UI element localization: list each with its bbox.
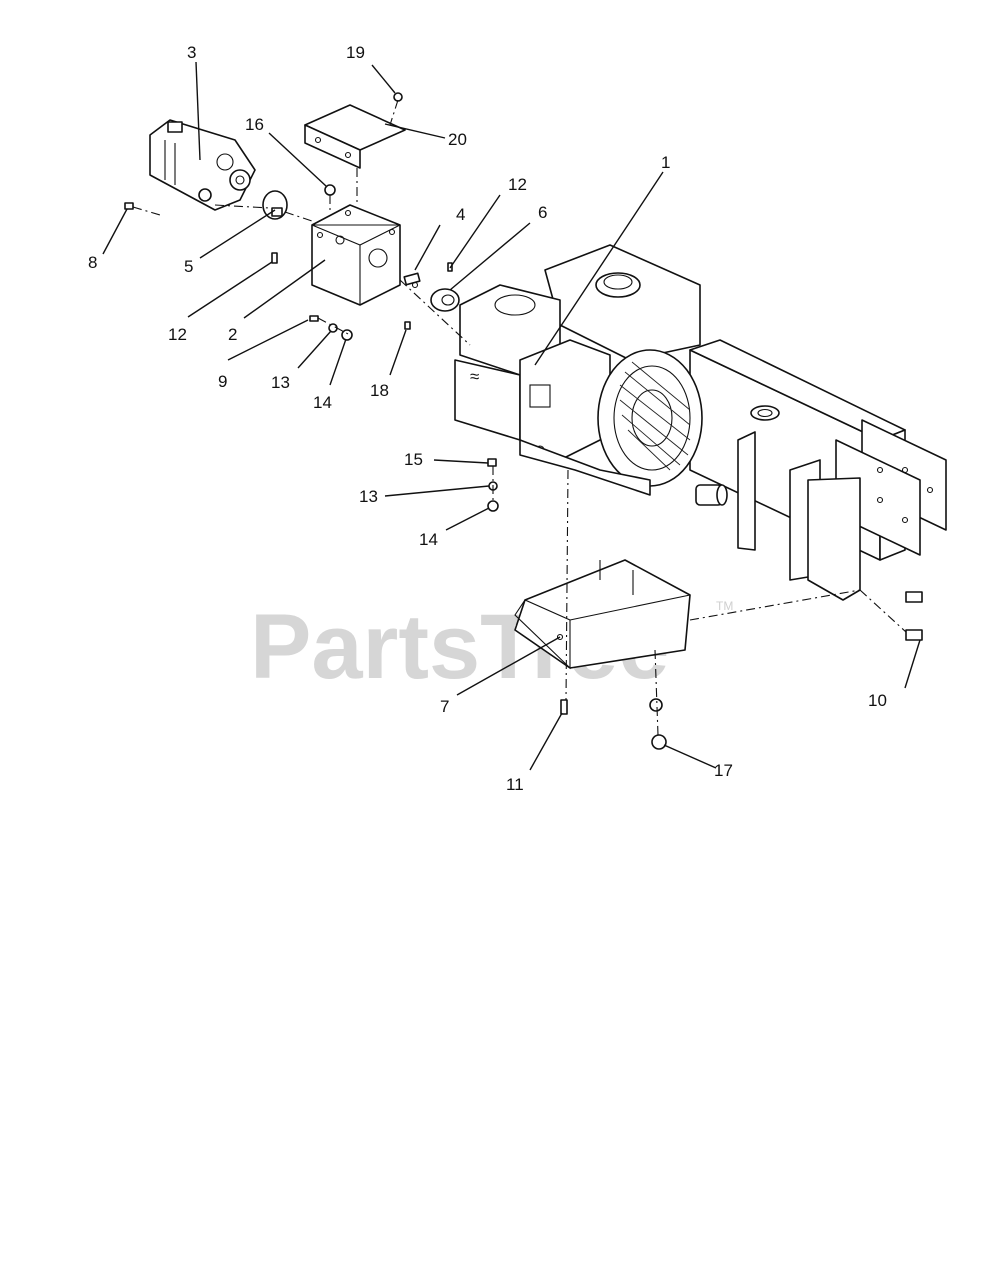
coupling-half [262, 190, 288, 220]
callout-9: 9 [218, 372, 227, 391]
pin-18 [404, 321, 411, 330]
callout-8: 8 [88, 253, 97, 272]
callout-5: 5 [184, 257, 193, 276]
callout-3: 3 [187, 43, 196, 62]
callout-19: 19 [346, 43, 365, 62]
shield-plate [304, 104, 406, 169]
callout-14-upper: 14 [313, 393, 332, 412]
bolt-10a [905, 591, 923, 603]
bolt-8 [124, 202, 134, 210]
callout-13-upper: 13 [271, 373, 290, 392]
bolt-11 [560, 699, 568, 715]
hydraulic-pump [149, 119, 256, 211]
callout-17: 17 [714, 761, 733, 780]
hardware [124, 92, 923, 750]
callout-14-lower: 14 [419, 530, 438, 549]
engine-coupling [430, 288, 460, 312]
leader-lines [102, 61, 921, 771]
callout-18: 18 [370, 381, 389, 400]
assembly-lines [132, 99, 907, 736]
key-12-left [271, 252, 278, 264]
frame-chassis [689, 339, 947, 601]
callout-20: 20 [448, 130, 467, 149]
pump-mount-bracket [311, 204, 401, 306]
callout-13-lower: 13 [359, 487, 378, 506]
bolt-9 [309, 315, 319, 322]
engine: ≈ [454, 244, 703, 496]
screw-19 [393, 92, 403, 102]
callout-4: 4 [456, 205, 465, 224]
nut-14b [487, 500, 499, 512]
coupling-key [403, 272, 421, 289]
washer-17 [649, 698, 663, 712]
callout-11: 11 [506, 775, 524, 794]
callout-labels: 1 2 3 4 5 6 7 8 9 10 11 12 12 13 13 14 1… [88, 43, 887, 794]
callout-12-right: 12 [508, 175, 527, 194]
callout-6: 6 [538, 203, 547, 222]
callout-7: 7 [440, 697, 449, 716]
watermark-trademark: TM [716, 599, 733, 613]
callout-15: 15 [404, 450, 423, 469]
bolt-10b [905, 629, 923, 641]
callout-12-left: 12 [168, 325, 187, 344]
engine-base-plate [514, 559, 691, 670]
callout-10: 10 [868, 691, 887, 710]
nut-14 [341, 329, 353, 341]
engine-brand-mark: ≈ [470, 367, 479, 386]
nut-16 [324, 184, 336, 196]
bolt-15 [487, 458, 497, 467]
nut-17 [651, 734, 667, 750]
callout-2: 2 [228, 325, 237, 344]
callout-16: 16 [245, 115, 264, 134]
callout-1: 1 [661, 153, 670, 172]
